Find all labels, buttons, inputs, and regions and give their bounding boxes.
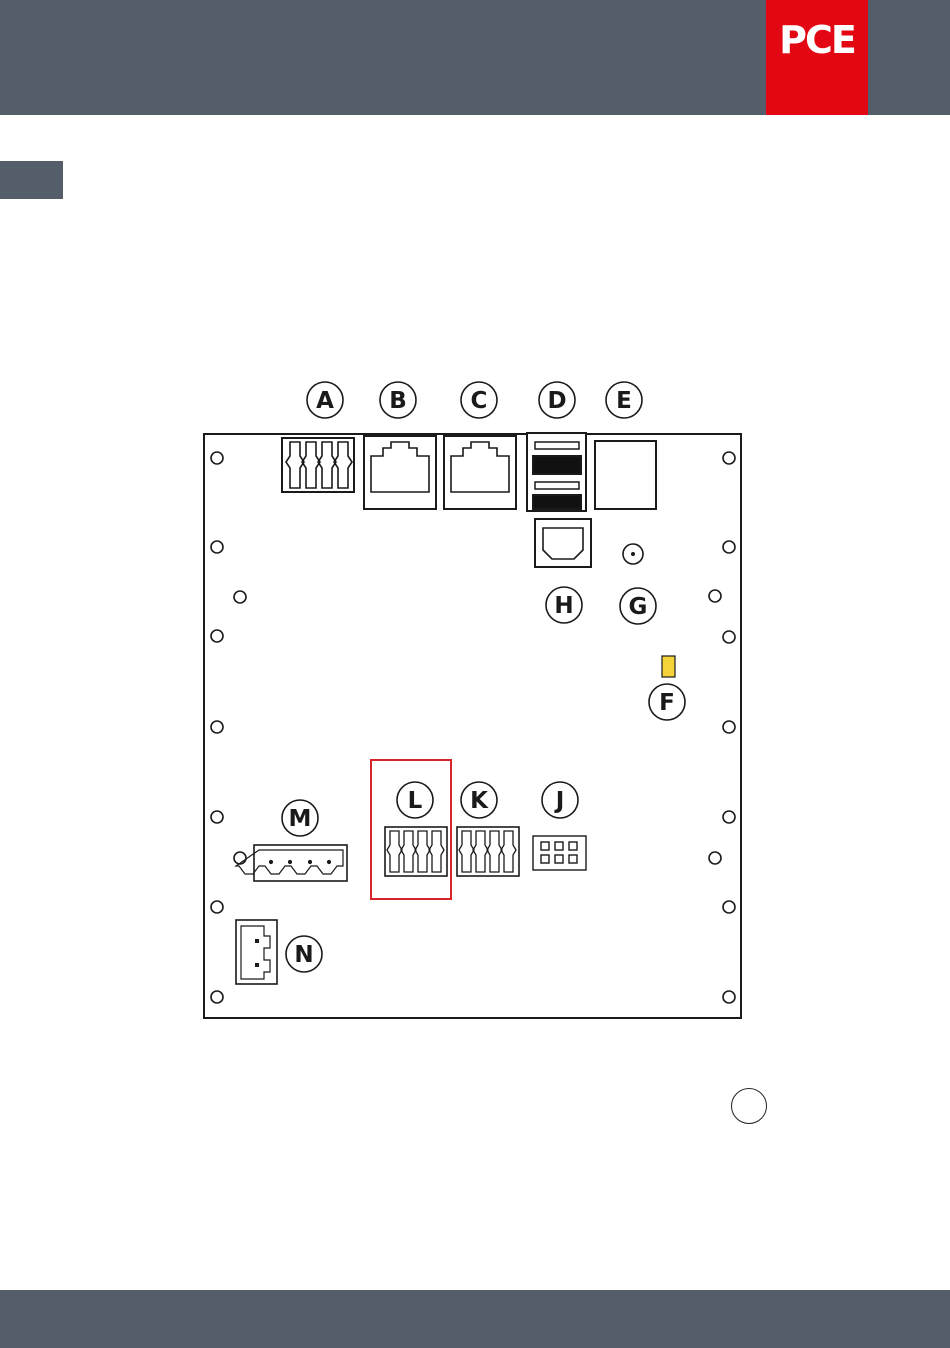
callout-n: N [294, 942, 313, 968]
connector-b-rj45 [364, 436, 436, 509]
connector-n-power [236, 920, 277, 984]
page-marker-circle [731, 1088, 767, 1124]
led-f [662, 656, 675, 677]
callout-d: D [547, 388, 566, 414]
connector-k-terminal [457, 827, 519, 876]
connector-h-usb-b [535, 519, 591, 567]
connector-l-terminal [385, 827, 447, 876]
callout-a: A [316, 388, 334, 414]
connector-j-header [533, 836, 586, 870]
callout-g: G [629, 594, 648, 620]
connector-c-rj45 [444, 436, 516, 509]
callout-l: L [408, 788, 423, 814]
callout-f: F [659, 690, 675, 716]
callout-k: K [470, 788, 489, 814]
connector-e-socket [595, 441, 656, 509]
callout-h: H [554, 593, 573, 619]
callout-m: M [289, 806, 312, 832]
button-g [623, 544, 643, 564]
callout-e: E [616, 388, 632, 414]
callout-c: C [471, 388, 488, 414]
callout-b: B [389, 388, 407, 414]
board-outline [204, 434, 741, 1018]
callout-j: J [554, 788, 565, 814]
connector-a-terminal [282, 438, 354, 492]
connector-d-usb [527, 433, 586, 511]
footer-bar [0, 1290, 950, 1348]
